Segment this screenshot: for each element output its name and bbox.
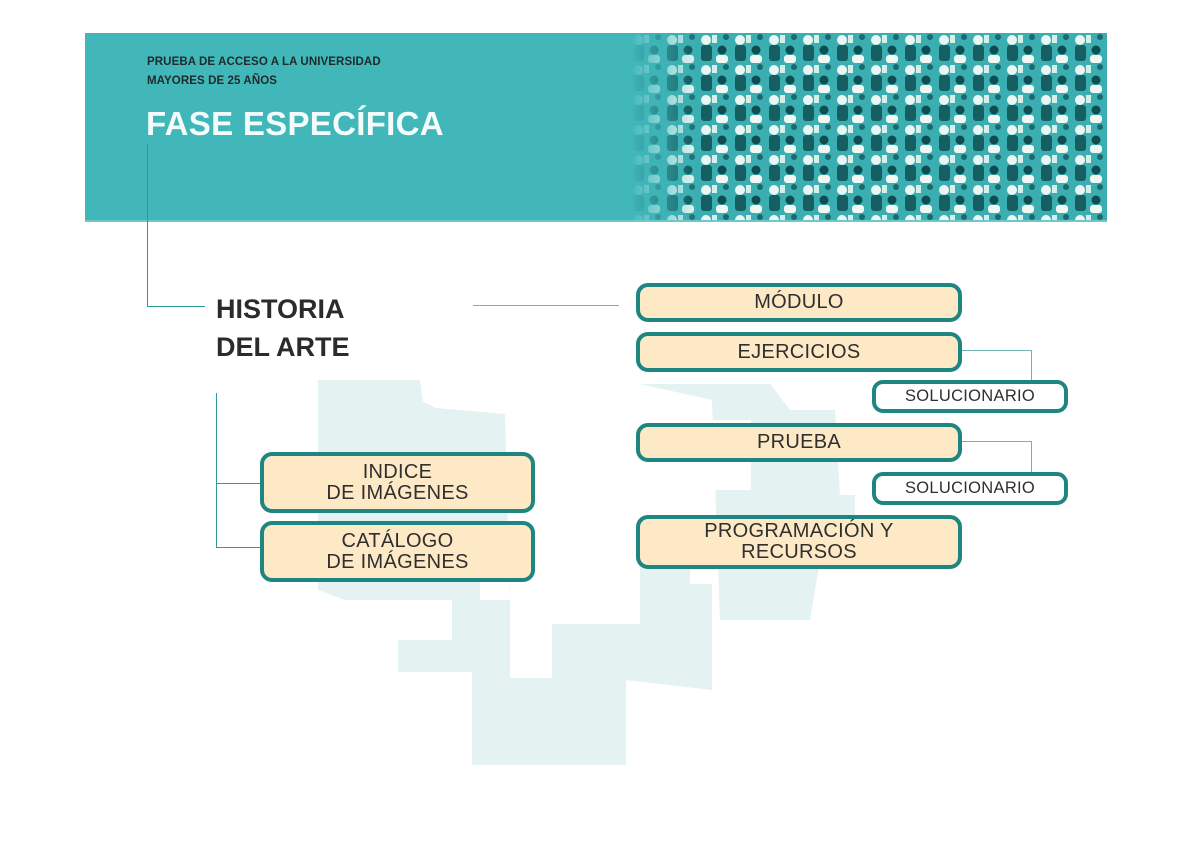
header-divider	[85, 220, 1107, 222]
catalogo-imagenes-line2: DE IMÁGENES	[326, 550, 469, 573]
ejercicios-solucionario-label: SOLUCIONARIO	[904, 387, 1036, 405]
crowd-photo	[630, 33, 1107, 221]
indice-imagenes-line2: DE IMÁGENES	[326, 481, 469, 504]
connector-prueba-v	[1031, 441, 1032, 474]
connector-left-branch-2	[216, 547, 262, 548]
connector-title-horizontal	[147, 306, 205, 307]
prueba-button[interactable]: PRUEBA	[636, 423, 962, 462]
subject-title: HISTORIA DEL ARTE	[216, 290, 350, 366]
subject-title-line1: HISTORIA	[216, 294, 345, 324]
page-title: FASE ESPECÍFICA	[146, 105, 444, 142]
ejercicios-label: EJERCICIOS	[737, 340, 861, 363]
connector-prueba-h	[962, 441, 1031, 442]
ejercicios-button[interactable]: EJERCICIOS	[636, 332, 962, 372]
modulo-label: MÓDULO	[754, 291, 844, 313]
catalogo-imagenes-button[interactable]: CATÁLOGO DE IMÁGENES	[260, 521, 535, 582]
indice-imagenes-button[interactable]: INDICE DE IMÁGENES	[260, 452, 535, 513]
connector-subject-right	[473, 305, 619, 306]
ejercicios-solucionario-button[interactable]: SOLUCIONARIO	[872, 380, 1068, 413]
connector-left-branch-1	[216, 483, 262, 484]
programacion-recursos-button[interactable]: PROGRAMACIÓN Y RECURSOS	[636, 515, 962, 569]
connector-ejercicios-h	[962, 350, 1031, 351]
header-subtitle-line1: PRUEBA DE ACCESO A LA UNIVERSIDAD	[147, 56, 381, 68]
prueba-solucionario-button[interactable]: SOLUCIONARIO	[872, 472, 1068, 505]
connector-title-vertical	[147, 144, 148, 307]
modulo-button[interactable]: MÓDULO	[636, 283, 962, 322]
indice-imagenes-line1: INDICE	[362, 460, 433, 483]
subject-title-line2: DEL ARTE	[216, 332, 350, 362]
prueba-solucionario-label: SOLUCIONARIO	[904, 479, 1036, 497]
connector-left-vertical	[216, 393, 217, 547]
catalogo-imagenes-line1: CATÁLOGO	[341, 529, 454, 552]
programacion-recursos-line1: PROGRAMACIÓN Y	[704, 520, 894, 542]
header-subtitle-line2: MAYORES DE 25 AÑOS	[147, 75, 278, 87]
programacion-recursos-line2: RECURSOS	[741, 541, 857, 563]
connector-ejercicios-v	[1031, 350, 1032, 382]
prueba-label: PRUEBA	[756, 431, 842, 453]
